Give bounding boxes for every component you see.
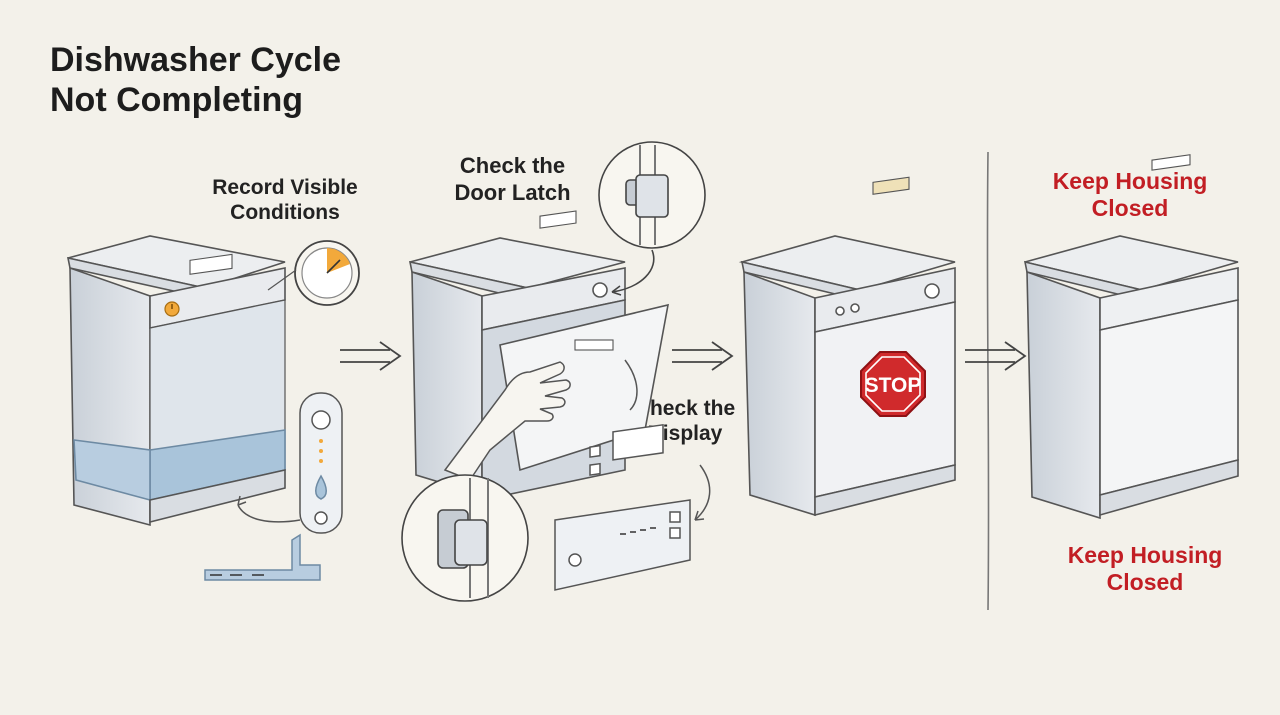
page-title: Dishwasher Cycle Not Completing bbox=[50, 40, 341, 120]
timer-icon bbox=[267, 240, 360, 306]
stop-sign-text: STOP bbox=[865, 374, 922, 397]
water-drop-icon bbox=[315, 474, 327, 500]
step-label-check-door-latch: Check the Door Latch bbox=[454, 153, 571, 205]
warning-label-top: Keep Housing Closed bbox=[1052, 168, 1208, 221]
stop-sign-icon: STOP bbox=[860, 351, 926, 417]
flow-arrow bbox=[965, 341, 1027, 371]
door-latch-zoom-top bbox=[598, 141, 706, 296]
power-icon bbox=[164, 301, 180, 317]
dishwasher-open-interior bbox=[66, 235, 286, 527]
flow-arrow bbox=[672, 341, 734, 371]
title-line-1: Dishwasher Cycle bbox=[50, 41, 342, 79]
warning-label-bottom: Keep Housing Closed bbox=[1067, 542, 1223, 595]
hand-icon bbox=[443, 361, 571, 481]
step-label-check-display: Check the Display bbox=[634, 397, 736, 445]
step-label-record-conditions: Record Visible Conditions bbox=[212, 176, 358, 224]
dishwasher-closed bbox=[1023, 154, 1239, 520]
section-divider bbox=[986, 151, 990, 611]
door-latch-zoom-bottom bbox=[401, 474, 529, 602]
display-panel-zoom bbox=[554, 359, 711, 591]
dishwasher-stop bbox=[738, 176, 956, 517]
title-line-2: Not Completing bbox=[50, 81, 304, 119]
flow-arrow bbox=[340, 341, 402, 371]
water-leak-monitor bbox=[204, 392, 343, 581]
